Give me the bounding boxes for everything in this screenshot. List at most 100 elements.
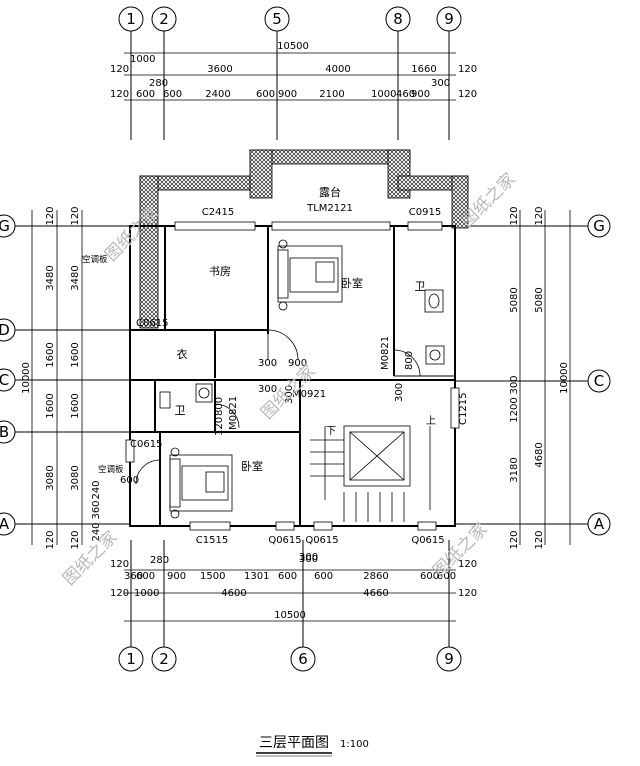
left-dim-total: 10000 bbox=[21, 362, 32, 394]
right-dim-outer-3: 120 bbox=[534, 530, 545, 549]
axis-label-left-A: A bbox=[0, 515, 10, 533]
top-dim-row3-6: 900 bbox=[278, 89, 297, 100]
window-q0615-b: Q0615 bbox=[305, 535, 338, 546]
right-dim-inner-0: 120 bbox=[509, 206, 520, 225]
axis-bubbles-right bbox=[455, 214, 611, 536]
top-dim-row2-4: 1660 bbox=[411, 64, 436, 75]
right-dim-outer-0: 120 bbox=[534, 206, 545, 225]
axis-label-left-G: G bbox=[0, 217, 10, 235]
bottom-dim-row2-4: 120 bbox=[458, 588, 477, 599]
top-dim-row2-2: 3600 bbox=[207, 64, 232, 75]
left-dim-inner-0: 120 bbox=[70, 206, 81, 225]
top-dim-row2-5: 120 bbox=[458, 64, 477, 75]
bed-2 bbox=[169, 447, 233, 519]
axis-bubbles-left bbox=[0, 214, 150, 536]
window-c1515: C1515 bbox=[196, 535, 228, 546]
right-dim-inner-4: 3180 bbox=[509, 457, 520, 482]
dim-120: 120 bbox=[214, 417, 225, 436]
stair-down-label: 下 bbox=[326, 426, 336, 437]
axis-label-bottom-6: 6 bbox=[298, 650, 308, 668]
closet-label: 衣 bbox=[177, 347, 188, 361]
axis-label-right-A: A bbox=[594, 515, 605, 533]
axis-label-top-1: 1 bbox=[126, 10, 136, 28]
top-dim-row2-1: 1000 bbox=[130, 54, 155, 65]
axis-label-top-5: 5 bbox=[272, 10, 282, 28]
axis-label-bottom-2: 2 bbox=[159, 650, 169, 668]
axis-label-left-D: D bbox=[0, 321, 10, 339]
top-dim-row3-5: 600 bbox=[256, 89, 275, 100]
plan-title: 三层平面图 bbox=[259, 735, 329, 751]
windows bbox=[125, 221, 460, 531]
right-dim-inner-1: 5080 bbox=[509, 287, 520, 312]
left-dim-small-1: 360 bbox=[91, 500, 102, 519]
left-dim-small-0: 240 bbox=[91, 480, 102, 499]
bath-1-label: 卫 bbox=[415, 280, 426, 293]
bottom-dim-row2-1: 1000 bbox=[134, 588, 159, 599]
axis-label-left-C: C bbox=[0, 371, 9, 389]
dim-300-b: 300 bbox=[258, 384, 277, 395]
dim-300-d: 300 bbox=[284, 385, 295, 404]
bottom-dim-row1-9: 600 bbox=[314, 571, 333, 582]
door-m0921: M0921 bbox=[292, 389, 326, 400]
top-dim-row3-3: 600 bbox=[163, 89, 182, 100]
dim-800-b: 800 bbox=[214, 397, 225, 416]
window-q0615-c: Q0615 bbox=[411, 535, 444, 546]
window-c0615-top: C0615 bbox=[136, 318, 168, 329]
right-dim-inner-5: 120 bbox=[509, 530, 520, 549]
bottom-dim-row1-8: 300 bbox=[299, 554, 318, 565]
right-dim-outer-1: 5080 bbox=[534, 287, 545, 312]
dim-300-c: 300 bbox=[394, 383, 405, 402]
right-dim-inner-3: 1200 bbox=[509, 397, 520, 422]
plan-scale: 1:100 bbox=[340, 739, 369, 750]
axis-label-left-B: B bbox=[0, 423, 9, 441]
bottom-dim-row2-2: 4600 bbox=[221, 588, 246, 599]
sanitary-fixtures bbox=[159, 289, 445, 409]
bottom-dim-row1-4: 900 bbox=[167, 571, 186, 582]
window-c2415: C2415 bbox=[202, 207, 234, 218]
top-dim-row3-1: 600 bbox=[136, 89, 155, 100]
axis-bubbles-bottom bbox=[118, 540, 462, 672]
bottom-dim-row1-7: 600 bbox=[278, 571, 297, 582]
left-dim-inner-3: 1600 bbox=[70, 393, 81, 418]
top-dim-total: 10500 bbox=[277, 41, 309, 52]
bottom-dim-row1-0: 120 bbox=[110, 559, 129, 570]
right-dim-total: 10000 bbox=[559, 362, 570, 394]
bottom-dim-row1-2: 280 bbox=[150, 555, 169, 566]
left-dim-outer-1: 3480 bbox=[45, 265, 56, 290]
top-dim-row3-11: 300 bbox=[431, 78, 450, 89]
top-dim-row3-7: 2100 bbox=[319, 89, 344, 100]
top-dim-row3-0: 120 bbox=[110, 89, 129, 100]
dim-800-a: 800 bbox=[404, 351, 415, 370]
parapet-hatch bbox=[139, 149, 469, 329]
top-dim-row2-0: 120 bbox=[110, 64, 129, 75]
left-dim-outer-5: 120 bbox=[45, 530, 56, 549]
bottom-dim-row1-1: 360 bbox=[124, 571, 143, 582]
door-m0821-a: M0821 bbox=[380, 336, 391, 370]
left-dimension-lines bbox=[31, 210, 83, 545]
bottom-dim-row1-3: 600 bbox=[136, 571, 155, 582]
top-dim-row3-8: 1000 bbox=[371, 89, 396, 100]
left-dim-small-2: 240 bbox=[91, 522, 102, 541]
door-m0821-b: M0821 bbox=[228, 396, 239, 430]
bedroom-2-label: 卧室 bbox=[241, 459, 263, 473]
bottom-dim-total: 10500 bbox=[274, 610, 306, 621]
study-label: 书房 bbox=[209, 265, 231, 278]
axis-label-right-G: G bbox=[593, 217, 605, 235]
top-dimension-lines bbox=[124, 52, 456, 101]
bath-2-label: 卫 bbox=[175, 404, 186, 417]
axis-bubbles-top bbox=[118, 6, 462, 140]
bottom-dim-row1-10: 2860 bbox=[363, 571, 388, 582]
axis-label-right-C: C bbox=[594, 372, 604, 390]
dim-900-a: 900 bbox=[288, 358, 307, 369]
bottom-dim-row2-3: 4660 bbox=[363, 588, 388, 599]
right-dim-inner-2: 300 bbox=[509, 375, 520, 394]
bottom-dim-row1-12: 600 bbox=[437, 571, 456, 582]
bottom-dim-row1-5: 1500 bbox=[200, 571, 225, 582]
left-dim-inner-4: 3080 bbox=[70, 465, 81, 490]
left-dim-outer-2: 1600 bbox=[45, 342, 56, 367]
bottom-dimension-lines bbox=[124, 569, 456, 622]
bed-1 bbox=[277, 239, 343, 311]
bedroom-1-label: 卧室 bbox=[341, 276, 363, 290]
top-dim-row3-12: 120 bbox=[458, 89, 477, 100]
